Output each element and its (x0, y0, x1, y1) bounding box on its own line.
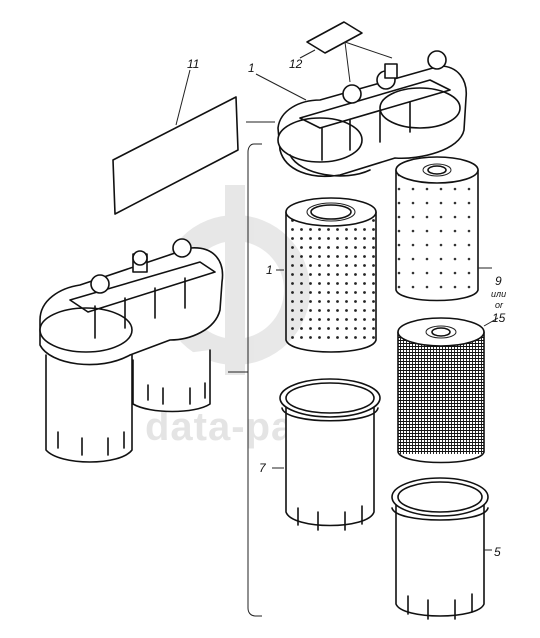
filter-element-15 (397, 317, 485, 464)
leader-1-top (255, 73, 307, 101)
leader-12-to-head-b (344, 41, 393, 59)
assembled-filter (39, 238, 224, 463)
bowl-7 (279, 378, 381, 531)
filter-head-top (277, 50, 467, 177)
leader-11 (175, 69, 191, 126)
bowl-5 (391, 477, 489, 620)
assembly-bracket (228, 121, 275, 617)
callout-1-top: 1 (248, 61, 255, 75)
part-11-plate (112, 96, 239, 215)
filter-element-9 (395, 156, 479, 302)
callout-9-or-ru: или (491, 289, 506, 299)
callout-5: 5 (494, 545, 501, 559)
callout-11: 11 (187, 57, 199, 71)
callout-12: 12 (289, 57, 303, 71)
leader-12-to-head-a (344, 41, 351, 83)
callout-15: 15 (492, 311, 506, 325)
callout-9: 9 (495, 274, 502, 288)
leader-12 (299, 49, 316, 59)
callout-7: 7 (259, 461, 267, 475)
part-12-label (306, 21, 363, 54)
leader-15 (483, 317, 499, 327)
callout-1-side: 1 (266, 263, 273, 277)
filter-element-1 (285, 197, 377, 353)
callout-9-or-en: or (495, 300, 504, 310)
